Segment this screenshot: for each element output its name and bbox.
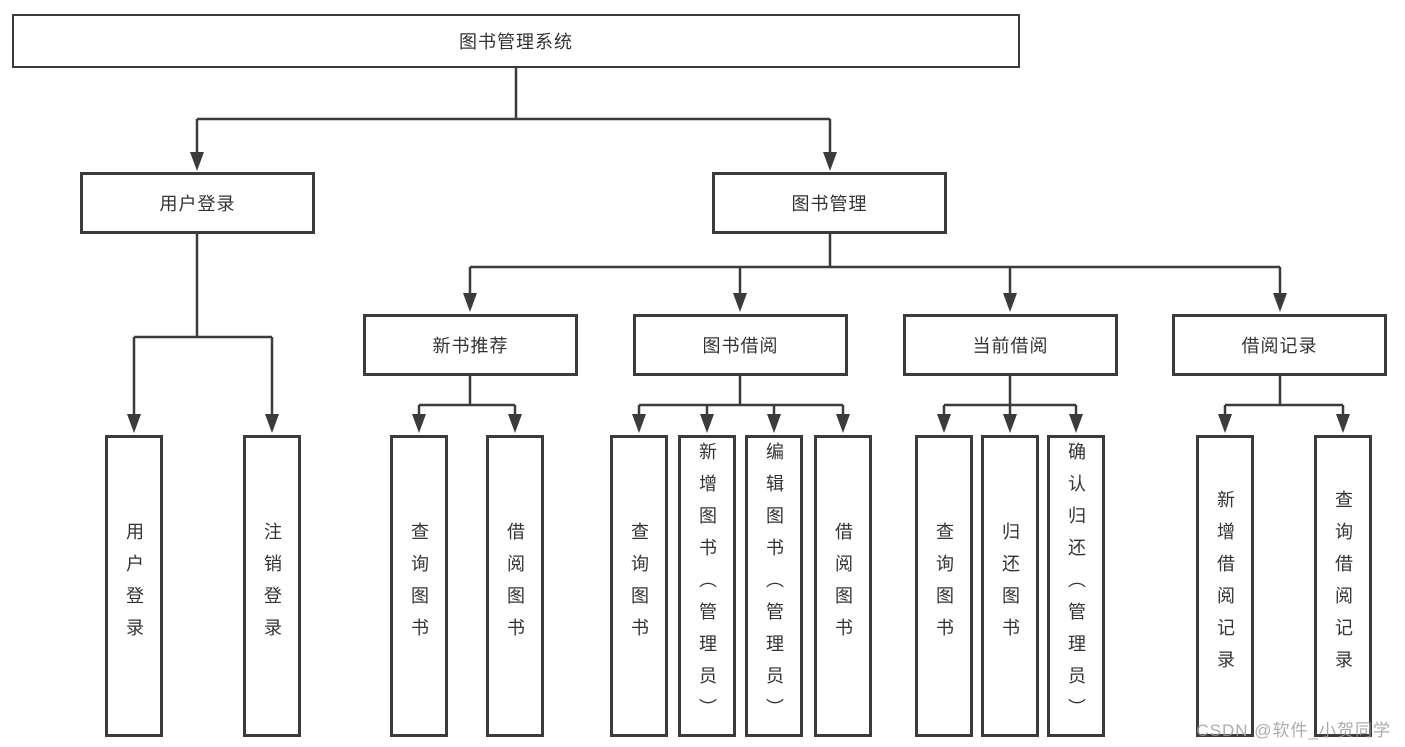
node-borrow-records: 借阅记录 [1172,314,1387,376]
leaf-confirm-return-admin-label: 确认归还（管理员） [1066,442,1086,730]
node-book-borrow: 图书借阅 [633,314,848,376]
leaf-logout: 注销登录 [243,435,301,737]
leaf-query-books-current: 查询图书 [915,435,973,737]
leaf-confirm-return-admin: 确认归还（管理员） [1047,435,1105,737]
leaf-edit-book-admin-label: 编辑图书（管理员） [764,442,784,730]
leaf-query-borrow-record: 查询借阅记录 [1314,435,1372,737]
leaf-query-borrow-record-label: 查询借阅记录 [1333,490,1353,682]
leaf-add-borrow-record: 新增借阅记录 [1196,435,1254,737]
leaf-user-login-label: 用户登录 [124,522,144,650]
leaf-borrow-books-label: 借阅图书 [833,522,853,650]
node-library-system: 图书管理系统 [12,14,1020,68]
node-current-borrow: 当前借阅 [903,314,1118,376]
leaf-user-login: 用户登录 [105,435,163,737]
node-current-borrow-label: 当前借阅 [972,336,1049,356]
leaf-add-book-admin-label: 新增图书（管理员） [697,442,717,730]
leaf-add-book-admin: 新增图书（管理员） [678,435,736,737]
node-new-book-recommend-label: 新书推荐 [432,336,509,356]
leaf-query-books-recommend-label: 查询图书 [409,522,429,650]
leaf-logout-label: 注销登录 [262,522,282,650]
node-user-login: 用户登录 [80,172,315,234]
node-user-login-label: 用户登录 [159,194,236,214]
leaf-return-book: 归还图书 [981,435,1039,737]
leaf-query-books-current-label: 查询图书 [934,522,954,650]
node-library-system-label: 图书管理系统 [459,32,573,52]
leaf-edit-book-admin: 编辑图书（管理员） [745,435,803,737]
node-new-book-recommend: 新书推荐 [363,314,578,376]
csdn-watermark: CSDN @软件_小贺同学 [1196,721,1391,740]
node-book-management-label: 图书管理 [791,194,868,214]
leaf-borrow-books-recommend: 借阅图书 [486,435,544,737]
leaf-borrow-books: 借阅图书 [814,435,872,737]
leaf-add-borrow-record-label: 新增借阅记录 [1215,490,1235,682]
leaf-query-books-borrow: 查询图书 [610,435,668,737]
leaf-query-books-recommend: 查询图书 [390,435,448,737]
node-borrow-records-label: 借阅记录 [1241,336,1318,356]
leaf-query-books-borrow-label: 查询图书 [629,522,649,650]
leaf-return-book-label: 归还图书 [1000,522,1020,650]
node-book-management: 图书管理 [712,172,947,234]
node-book-borrow-label: 图书借阅 [702,336,779,356]
leaf-borrow-books-recommend-label: 借阅图书 [505,522,525,650]
